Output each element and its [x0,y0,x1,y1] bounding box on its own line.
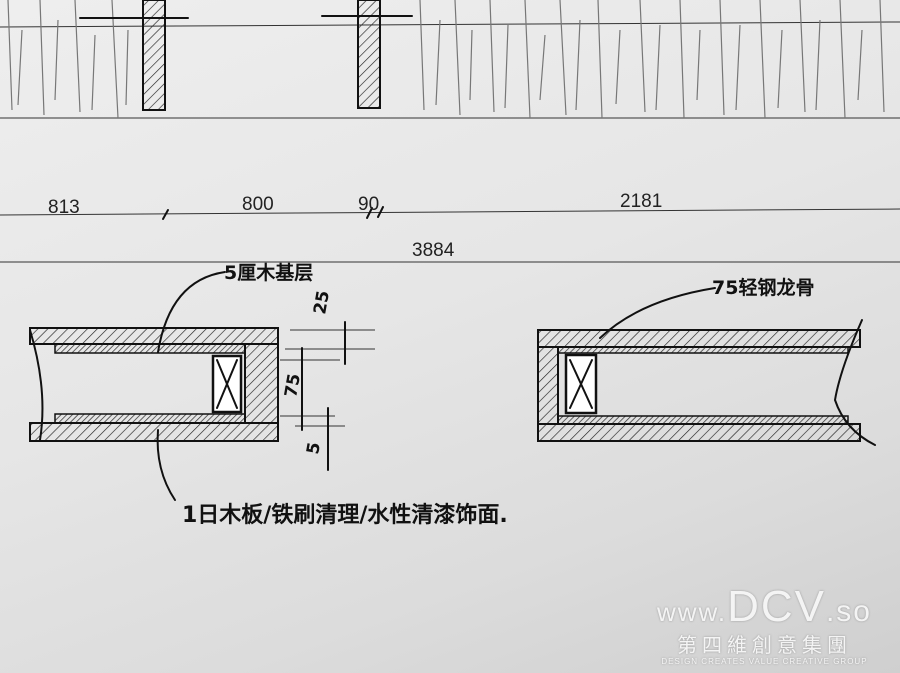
wall-section [357,0,381,109]
dimension-line [0,208,900,216]
wm-tagline: DESIGN CREATES VALUE CREATIVE GROUP [661,657,868,666]
break-line [29,329,44,441]
base-layer [54,413,246,424]
dim-813: 813 [48,197,80,218]
dim-25: 25 [310,289,334,316]
dim-2181: 2181 [620,191,662,212]
wm-brand: DCV [727,582,826,631]
dimension-lines: 813 800 90 2181 3884 [0,191,900,263]
finish-layer [29,422,279,442]
end-cap [537,346,559,425]
base-layer [557,415,849,425]
break-line [833,319,876,446]
wall-section [142,0,166,111]
wm-suffix: .so [825,595,872,628]
finish-layer [537,423,861,442]
dim-90: 90 [358,194,379,215]
base-layer [54,343,246,354]
wm-url: www.DCV.so [657,584,872,635]
keel-cross [569,359,593,409]
leader-line [599,287,716,339]
dimension-tick [366,207,373,219]
finish-layer [537,329,861,348]
end-cap [244,343,279,424]
label-finish-spec: 1日木板/铁刷清理/水性清漆饰面. [182,502,508,528]
annotations: 5厘木基层 75轻钢龙骨 1日木板/铁刷清理/水性清漆饰面. [156,261,814,528]
plan-line [0,21,900,28]
pencil-hatching [7,0,885,119]
label-light-steel-keel: 75轻钢龙骨 [712,276,814,299]
finish-layer [29,327,279,345]
dimension-tick [162,209,169,220]
wm-chinese: 第四維創意集團 [676,635,852,657]
watermark-logo: www.DCV.so 第四維創意集團 DESIGN CREATES VALUE … [657,584,872,667]
plan-strip [0,0,900,119]
dimension-tick [377,206,384,218]
right-detail [537,319,876,446]
base-layer [557,346,849,354]
leader-line [156,429,176,501]
keel-cross [216,359,238,409]
dim-75: 75 [281,372,305,399]
dim-5: 5 [303,441,325,456]
leader-line [157,271,226,353]
dim-800: 800 [242,194,274,215]
wm-prefix: www. [656,597,728,627]
dim-3884: 3884 [412,240,455,261]
left-detail: 25 75 5 [29,289,375,471]
label-plywood-base: 5厘木基层 [224,261,313,284]
